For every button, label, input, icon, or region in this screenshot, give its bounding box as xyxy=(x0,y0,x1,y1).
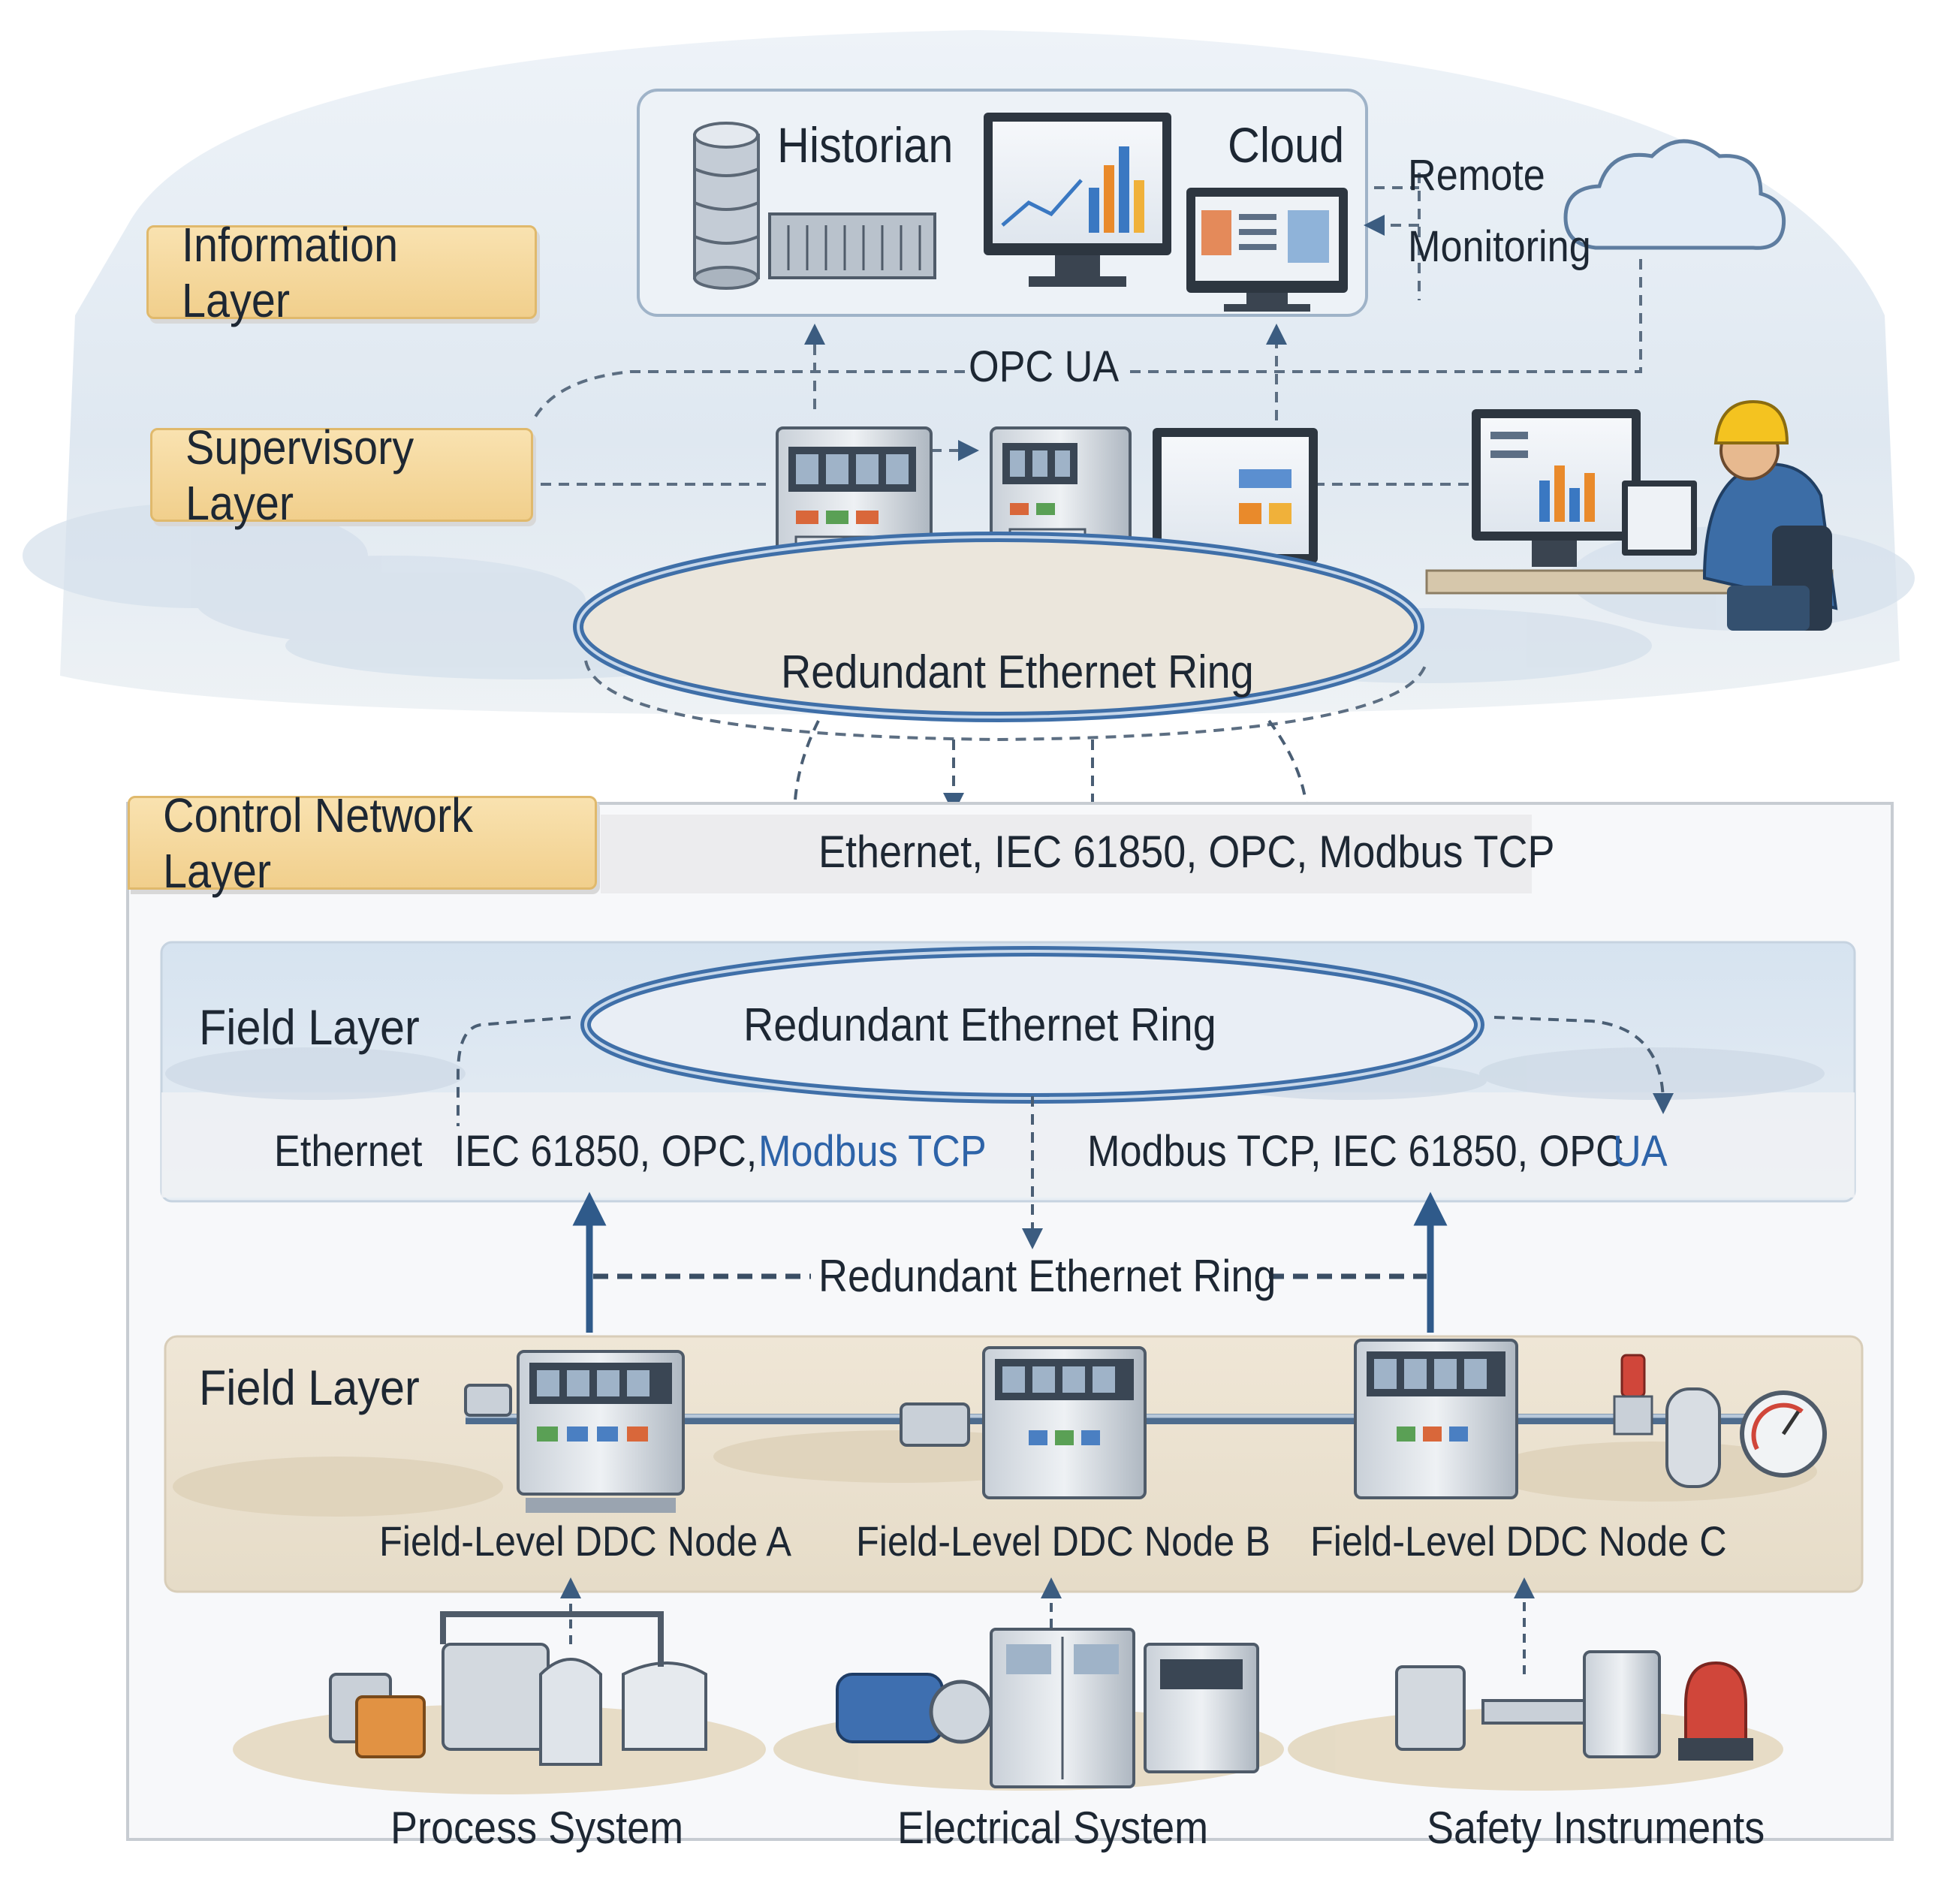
field-layer-upper-label: Field Layer xyxy=(199,999,420,1055)
ddc-node-c-label: Field-Level DDC Node C xyxy=(1310,1517,1727,1565)
process-system-equipment xyxy=(329,1611,707,1766)
information-layer-tag: Information Layer xyxy=(146,218,537,327)
field-left-protocol-iec-opc: IEC 61850, OPC, xyxy=(454,1127,758,1176)
pump-icon xyxy=(900,1402,970,1447)
field-left-protocol-ethernet: Ethernet xyxy=(274,1127,423,1176)
cloud-workstation-icon xyxy=(1186,188,1348,312)
pressure-gauge-icon xyxy=(1740,1390,1827,1478)
valve-icon xyxy=(464,1384,512,1417)
ddc-node-b-label: Field-Level DDC Node B xyxy=(856,1517,1270,1565)
ring-link-label: Redundant Ethernet Ring xyxy=(818,1251,1276,1301)
safety-instruments-equipment xyxy=(1395,1650,1753,1761)
field-left-protocol-modbus: Modbus TCP xyxy=(758,1127,987,1176)
electrical-system-label: Electrical System xyxy=(897,1803,1209,1853)
historian-label: Historian xyxy=(777,117,954,173)
tank-icon xyxy=(1665,1387,1721,1488)
ddc-node-a-label: Field-Level DDC Node A xyxy=(379,1517,792,1565)
ddc-node-a-cabinet xyxy=(517,1350,685,1513)
operator-person-icon xyxy=(1702,399,1838,631)
electrical-system-equipment xyxy=(836,1628,1259,1788)
cloud-label: Cloud xyxy=(1228,117,1345,173)
information-layer-label: Information Layer xyxy=(182,217,399,327)
database-icon xyxy=(693,122,760,290)
supervisory-ring-label: Redundant Ethernet Ring xyxy=(781,646,1254,698)
control-protocols-label: Ethernet, IEC 61850, OPC, Modbus TCP xyxy=(818,827,1555,877)
cloud-icon xyxy=(1563,139,1786,250)
control-network-layer-label: Control Network Layer xyxy=(163,788,473,898)
ddc-node-c-cabinet xyxy=(1354,1339,1518,1499)
beacon-icon xyxy=(1613,1354,1653,1436)
cloud-link xyxy=(1130,259,1642,373)
process-system-label: Process System xyxy=(390,1803,684,1853)
remote-label: Remote xyxy=(1408,151,1545,200)
field-right-protocol-list: Modbus TCP, IEC 61850, OPC xyxy=(1087,1127,1624,1176)
supervisory-layer-tag: Supervisory Layer xyxy=(150,420,533,530)
supervisory-layer-label: Supervisory Layer xyxy=(185,420,414,530)
opc-ua-label: OPC UA xyxy=(969,342,1120,391)
server-rack-icon xyxy=(768,212,936,279)
field-ring-label: Redundant Ethernet Ring xyxy=(743,999,1216,1051)
upper-backdrop xyxy=(60,30,1900,715)
safety-instruments-label: Safety Instruments xyxy=(1427,1803,1765,1853)
control-network-layer-tag: Control Network Layer xyxy=(128,788,597,898)
monitoring-label: Monitoring xyxy=(1408,222,1591,271)
operator-workstation xyxy=(1425,409,1834,595)
ddc-node-b-cabinet xyxy=(982,1346,1147,1499)
dashboard-monitor-icon xyxy=(984,113,1171,287)
field-layer-lower-label: Field Layer xyxy=(199,1360,420,1415)
field-right-protocol-ua: UA xyxy=(1613,1127,1668,1176)
